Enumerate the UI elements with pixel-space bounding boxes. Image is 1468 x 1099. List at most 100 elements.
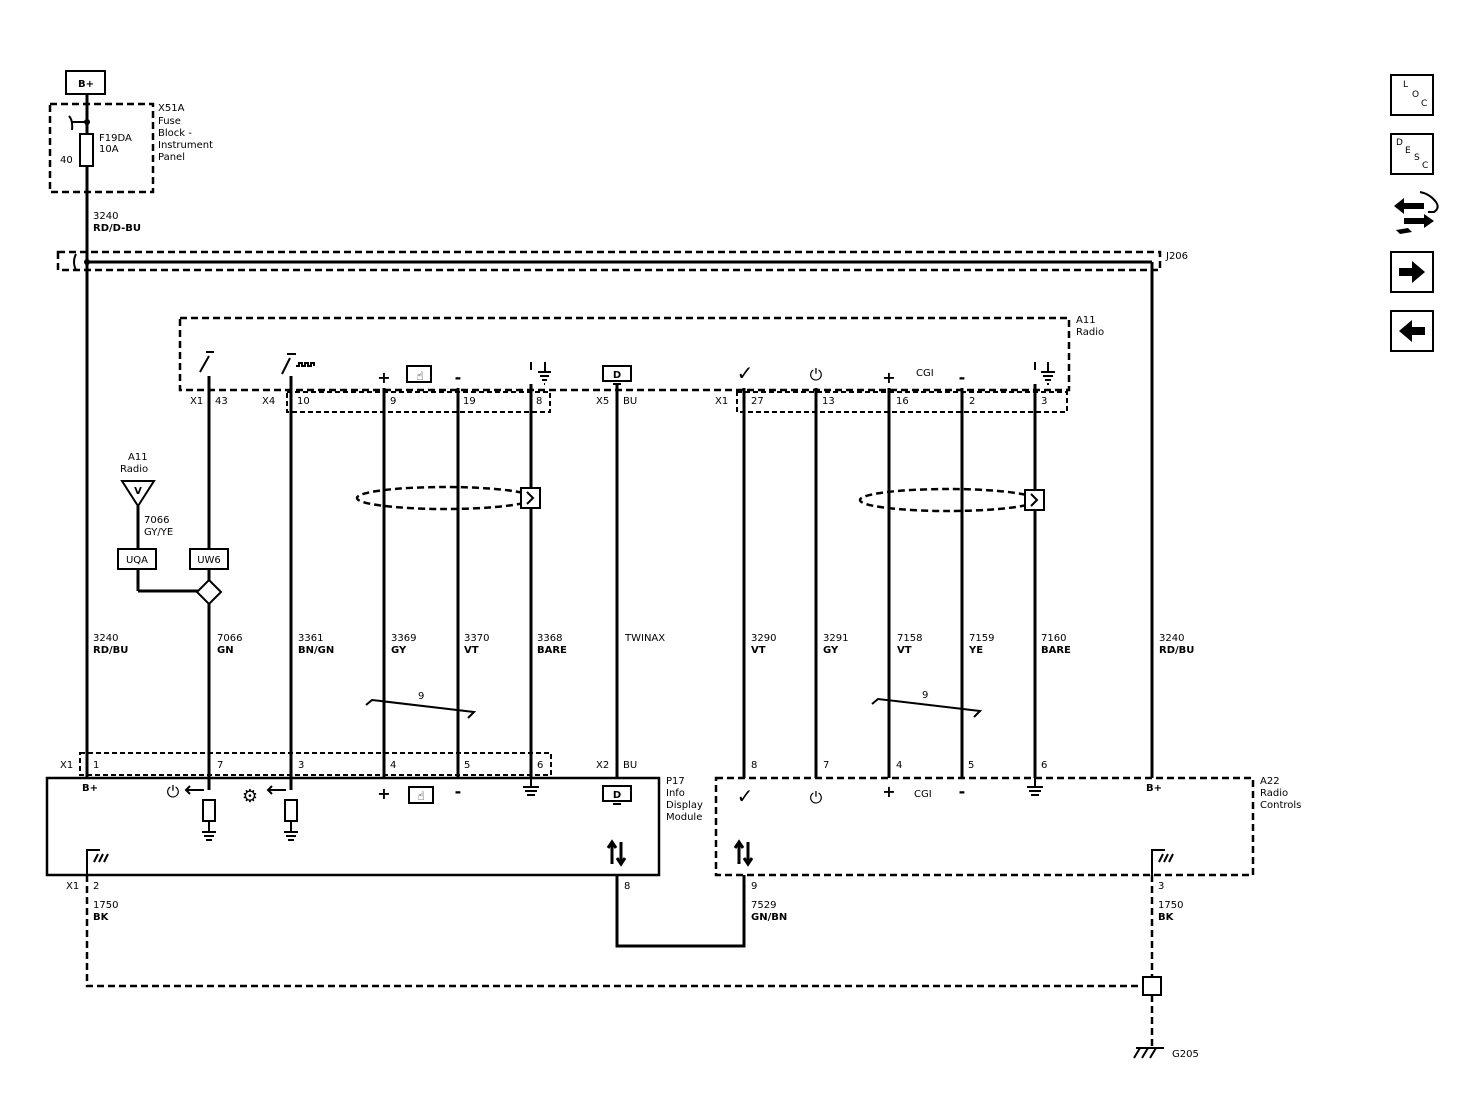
a22-pin-labels: 8 7 4 5 6	[751, 760, 1047, 771]
p17-pin-labels: X1 1 7 3 4 5 6 X2 BU	[60, 760, 637, 771]
p17-resistor-1	[202, 799, 216, 822]
wire-num-4: 3370	[464, 633, 489, 644]
wire-color-3: GY	[391, 645, 407, 656]
p17-pin-2: 3	[298, 760, 304, 771]
p17-ground-conn: X1	[66, 881, 79, 892]
p17-ground-pin: 2	[93, 881, 99, 892]
p17-touch-icon	[408, 786, 434, 804]
wire-num-3: 3369	[391, 633, 416, 644]
connector-uw6	[189, 548, 229, 570]
a22-power-icon: ⏻	[810, 788, 823, 807]
wire-7066-num: 7066	[144, 515, 169, 526]
cgi-label: CGI	[916, 368, 934, 379]
next-button[interactable]	[1390, 251, 1434, 293]
wire-num-7: 3290	[751, 633, 776, 644]
p17-pin-6: BU	[623, 760, 637, 771]
p17-ground-wire-num: 1750	[93, 900, 118, 911]
fuse-block-name-4: Panel	[158, 152, 185, 163]
radio-pin-0: 43	[215, 396, 228, 407]
wire-num-0: 3240	[93, 633, 118, 644]
wire-num-12: 3240	[1159, 633, 1184, 644]
a22-pin-2: 4	[896, 760, 902, 771]
desc-button[interactable]: D E S C	[1390, 133, 1434, 175]
p17-battery-label: B+	[82, 783, 98, 794]
a22-ref: A22	[1260, 776, 1280, 787]
wire-color-4: VT	[464, 645, 479, 656]
plus-icon: +	[377, 368, 390, 387]
drain-right	[1024, 489, 1045, 511]
p17-display-icon	[602, 785, 632, 802]
p17-resistor-2	[284, 799, 298, 822]
radio-name: Radio	[1076, 327, 1104, 338]
p17-plus-icon: +	[377, 784, 390, 803]
connector-wrench-button[interactable]	[1390, 188, 1444, 238]
radio-pin-3: 19	[463, 396, 476, 407]
loc-letter-c: C	[1421, 99, 1428, 109]
a22-check-icon: ✓	[737, 784, 754, 808]
fuse-id: F19DA	[99, 133, 132, 144]
a22-chassis-ground-icon	[1151, 849, 1174, 875]
splice-j206-outline	[56, 250, 1162, 272]
shield-right	[858, 487, 1038, 513]
arrow-left-icon	[1399, 320, 1425, 342]
wire-color-11: BARE	[1041, 645, 1071, 656]
serial-wire-num: 7529	[751, 900, 776, 911]
p17-ref: P17	[666, 776, 685, 787]
plus-icon-2: +	[882, 368, 895, 387]
switch-icon	[199, 351, 214, 373]
radio-pin-6: 27	[751, 396, 764, 407]
wire-1750-p17	[85, 875, 1143, 988]
a22-cgi-label: CGI	[914, 789, 932, 800]
wire-num-8: 3291	[823, 633, 848, 644]
radio-pin-4: 8	[536, 396, 542, 407]
svg-text:☝: ☝	[417, 789, 424, 803]
radio-pin-8: 16	[896, 396, 909, 407]
wire-color-5: BARE	[537, 645, 567, 656]
p17-chassis-ground-icon	[86, 849, 109, 875]
minus-icon-2: -	[959, 368, 966, 387]
desc-letter-s: S	[1414, 153, 1420, 163]
connector-uqa-label: UQA	[126, 555, 148, 566]
previous-button[interactable]	[1390, 310, 1434, 352]
radio-pin-conn-1: X4	[262, 396, 275, 407]
wire-7529-serial	[615, 875, 746, 948]
radio-pin-7: 13	[822, 396, 835, 407]
radio-pin-1: 10	[297, 396, 310, 407]
fuse-block-name-3: Instrument	[158, 140, 213, 151]
radio-pin-2: 9	[390, 396, 396, 407]
fuse-f19da	[79, 133, 94, 167]
p17-dimming-icon: ⚙	[242, 786, 258, 807]
radio-connector-left	[286, 391, 551, 413]
radio-connector-right	[736, 391, 1068, 413]
wire-color-1: GN	[217, 645, 234, 656]
radio-pin-9: 2	[969, 396, 975, 407]
wire-num-5: 3368	[537, 633, 562, 644]
ground-g205-label: G205	[1172, 1049, 1199, 1060]
ground-g205-icon	[1133, 1047, 1164, 1059]
p17-connector	[79, 752, 552, 776]
a22-pin-1: 7	[823, 760, 829, 771]
p17-serial-pin: 8	[624, 881, 630, 892]
wire-color-7: VT	[751, 645, 766, 656]
antenna-icon	[120, 480, 156, 508]
a22-plus-icon: +	[882, 782, 895, 801]
wire-num-1: 7066	[217, 633, 242, 644]
fuse-block-outline	[48, 102, 155, 194]
a22-module-outline	[714, 776, 1255, 877]
wire-num-10: 7159	[969, 633, 994, 644]
p17-power-icon: ⏻	[167, 782, 180, 801]
connector-wrench-icon	[1394, 191, 1439, 234]
loc-letter-o: O	[1412, 90, 1420, 100]
splice-diamond	[195, 578, 223, 606]
wire-num-6: TWINAX	[624, 633, 665, 644]
serial-wire-color: GN/BN	[751, 912, 787, 923]
a22-ground-icon	[1027, 778, 1043, 796]
a22-pin-0: 8	[751, 760, 757, 771]
loc-button[interactable]: L O C	[1390, 74, 1434, 116]
fuse-block-ref: X51A	[158, 103, 185, 114]
radio-pin-5: BU	[623, 396, 637, 407]
radio-a11-outline	[178, 316, 1071, 392]
svg-text:V: V	[134, 486, 142, 497]
p17-pin-conn-0: X1	[60, 760, 73, 771]
pwm-switch-icon	[281, 353, 315, 375]
